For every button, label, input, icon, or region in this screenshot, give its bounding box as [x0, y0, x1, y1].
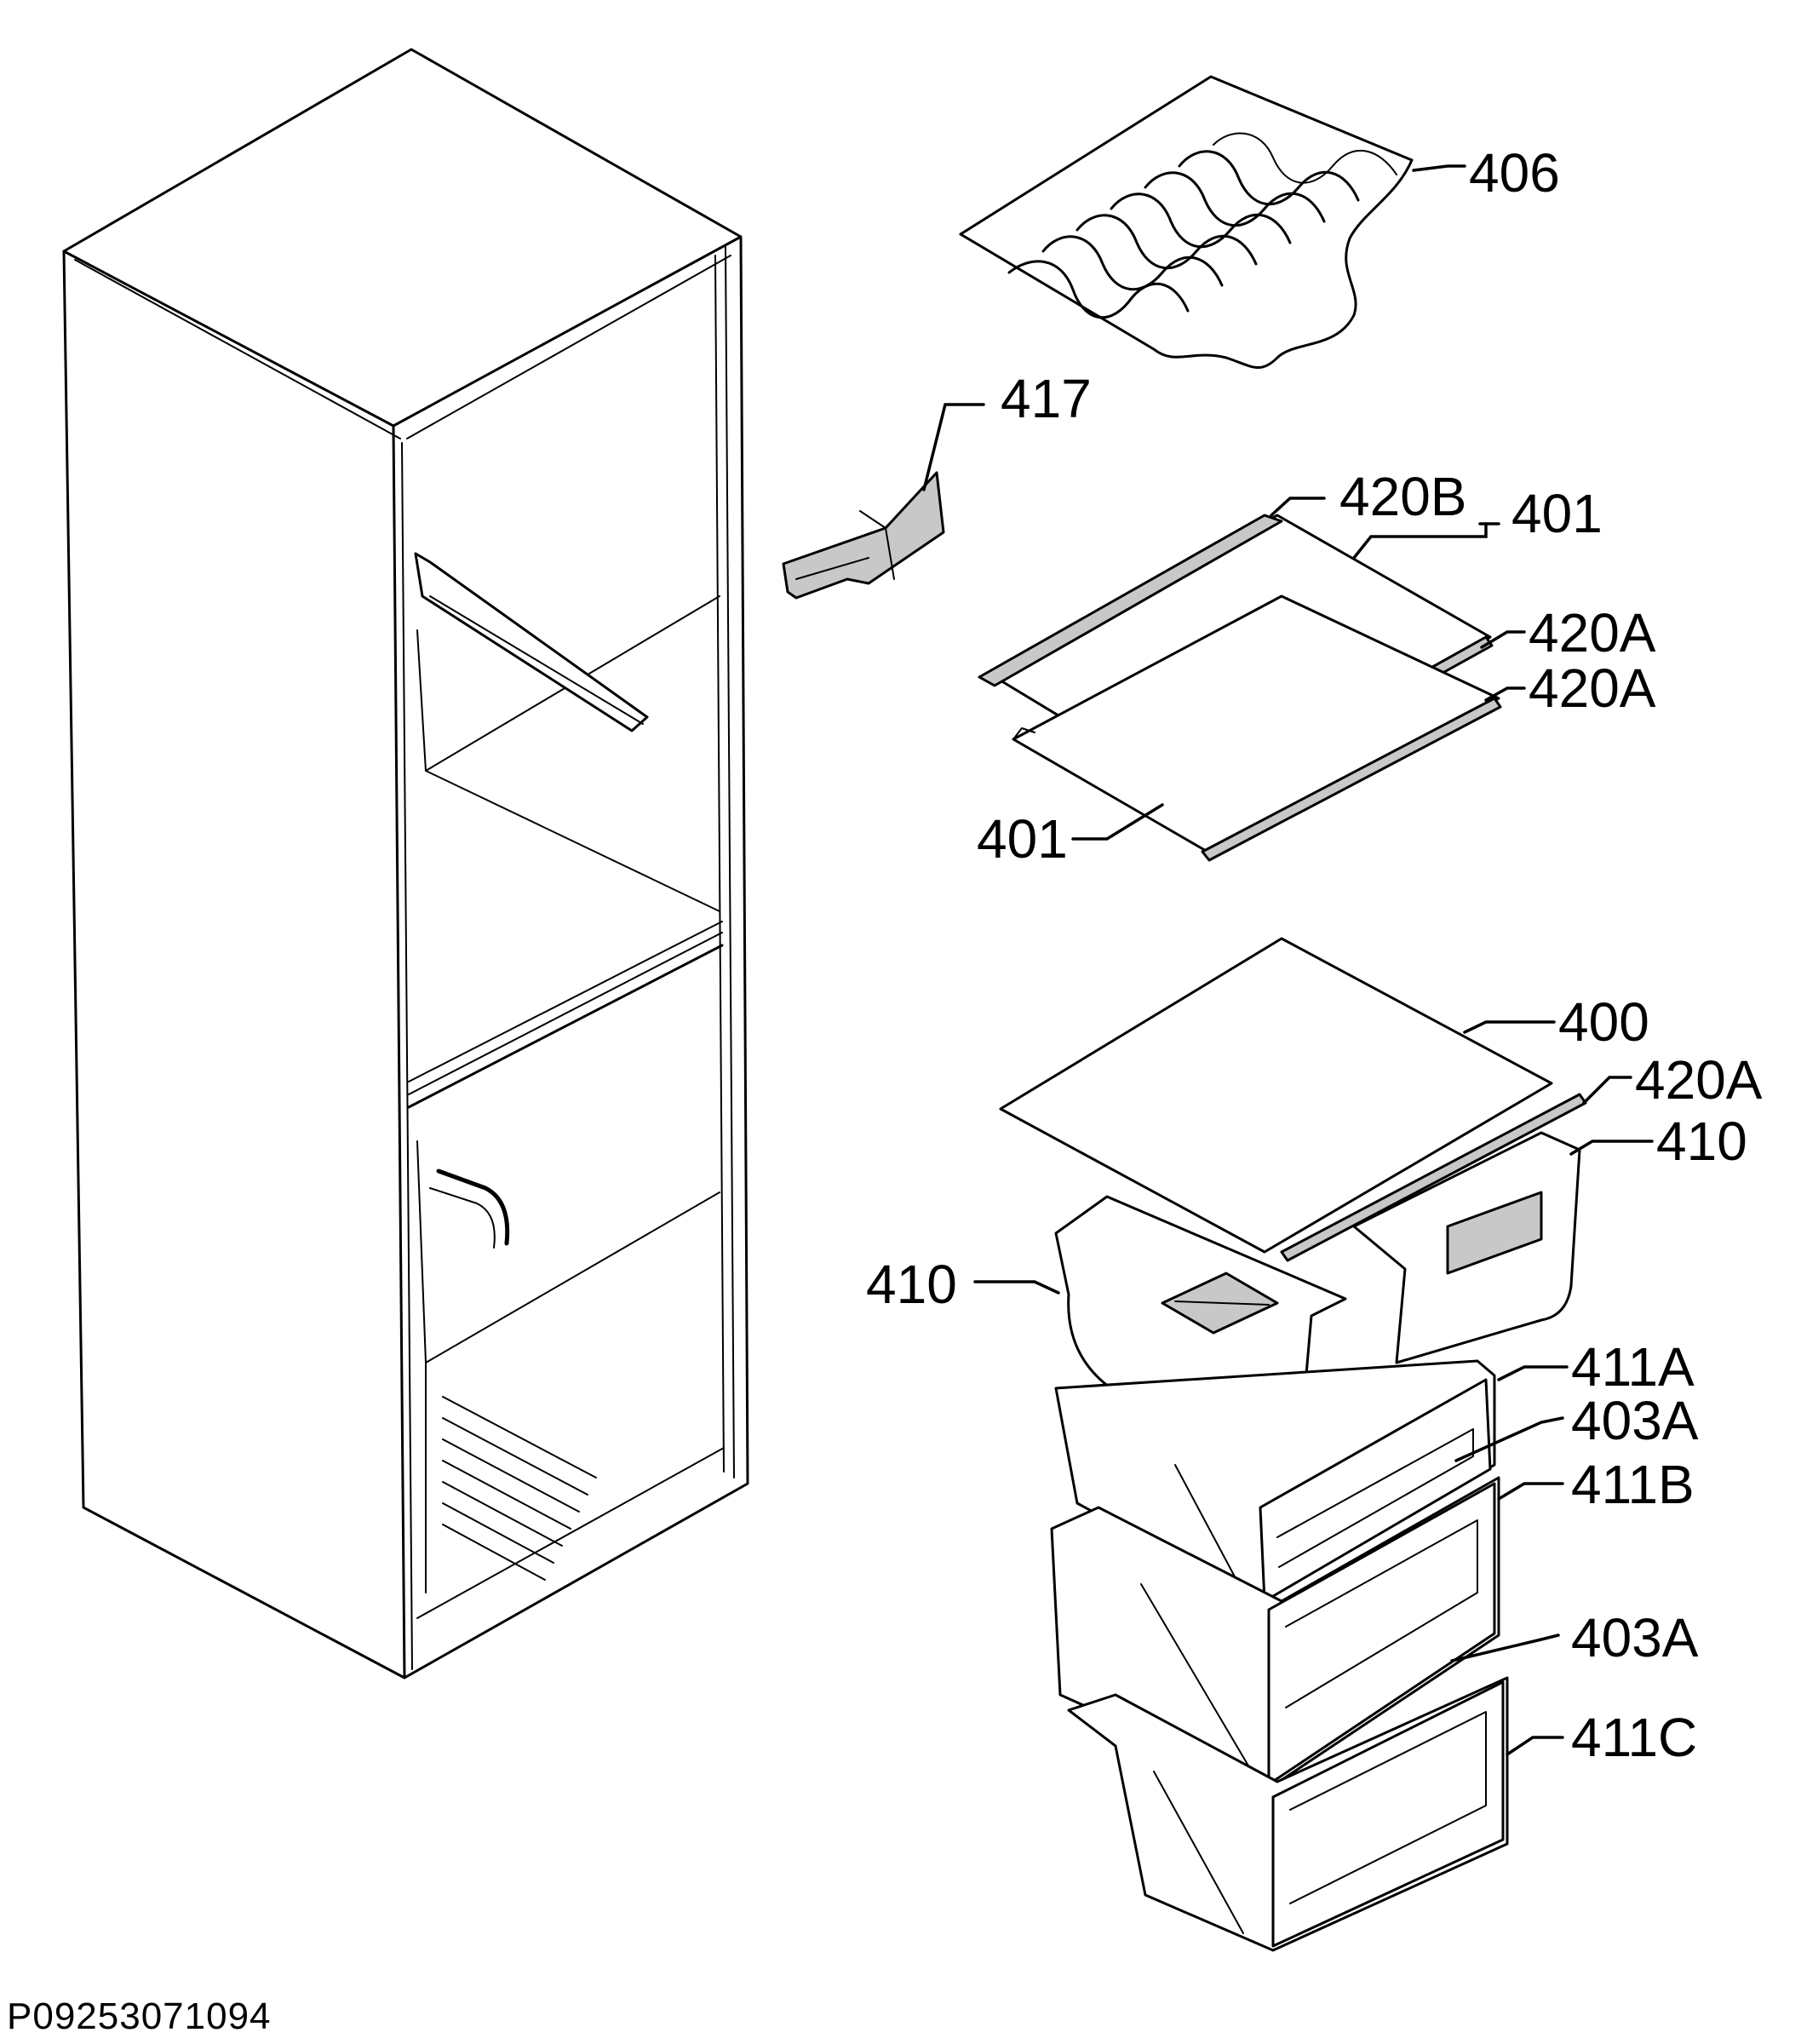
callout-401-top: 401	[1511, 483, 1603, 544]
leader-lines	[922, 164, 1654, 1756]
callout-420a-3: 420A	[1635, 1049, 1763, 1111]
callout-411a: 411A	[1571, 1336, 1695, 1398]
part-417-shelf-holder	[782, 471, 945, 600]
part-411c-drawer	[1067, 1676, 1509, 1952]
callout-420a-1: 420A	[1529, 602, 1656, 663]
callout-411b: 411B	[1571, 1454, 1695, 1515]
part-401-glass-shelf-lower	[1012, 594, 1502, 862]
callout-403a-2: 403A	[1571, 1607, 1699, 1668]
callout-400: 400	[1558, 991, 1649, 1053]
diagram-code: P09253071094	[7, 1995, 272, 2037]
callout-411c: 411C	[1571, 1707, 1697, 1768]
callout-417: 417	[1001, 368, 1092, 429]
callout-labels: 406 417 420B 401 420A 420A 401 400 420A …	[866, 142, 1763, 1768]
callout-403a-1: 403A	[1571, 1390, 1699, 1451]
callout-410-left: 410	[866, 1254, 957, 1315]
callout-406: 406	[1469, 142, 1560, 204]
part-406-bottle-rack	[959, 75, 1414, 370]
callout-420b: 420B	[1339, 466, 1466, 527]
callout-410-right: 410	[1656, 1111, 1747, 1172]
callout-401-bottom: 401	[977, 808, 1068, 870]
freezer-floor-ridges	[442, 1396, 597, 1581]
part-410-crisper-right	[1352, 1131, 1581, 1364]
callout-420a-2: 420A	[1529, 657, 1656, 719]
fridge-cabinet	[62, 48, 749, 1679]
